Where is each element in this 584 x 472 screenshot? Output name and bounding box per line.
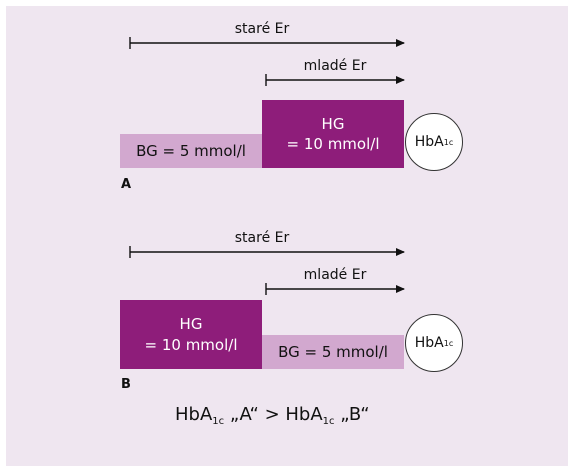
panel-a-bg-text: BG = 5 mmol/l (136, 141, 246, 160)
panel-a-hg-title: HG (321, 114, 345, 133)
panel-b-label: B (121, 377, 131, 392)
panel-a-old-er-arrow (129, 37, 405, 49)
panel-a-old-er-label: staré Er (234, 21, 290, 37)
panel-a-young-er-label: mladé Er (303, 58, 367, 74)
panel-b-young-er-arrow (265, 283, 405, 295)
figure-panel (6, 6, 568, 466)
panel-b-hg-title: HG (179, 315, 203, 334)
formula-part-2: „A“ > HbA (224, 404, 323, 425)
panel-b-old-er-label: staré Er (234, 230, 290, 246)
panel-b-hba1c-sub: 1c (443, 338, 454, 348)
panel-a-label: A (121, 177, 132, 192)
panel-b-young-er-label: mladé Er (303, 267, 367, 283)
hba1c-comparison-formula: HbA1c „A“ > HbA1c „B“ (175, 404, 370, 427)
formula-part-3: „B“ (334, 404, 370, 425)
formula-part-1: HbA (175, 404, 213, 425)
formula-sub-1: 1c (212, 416, 225, 427)
panel-a-young-er-arrow (265, 74, 405, 86)
formula-sub-2: 1c (322, 416, 335, 427)
panel-b-bg-text: BG = 5 mmol/l (278, 342, 388, 361)
panel-a-hba1c-main: HbA (414, 134, 444, 150)
panel-a-bg-box: BG = 5 mmol/l (120, 134, 262, 168)
panel-b-old-er-arrow (129, 246, 405, 258)
panel-b-bg-box: BG = 5 mmol/l (262, 335, 404, 369)
panel-b-hba1c-main: HbA (414, 335, 444, 351)
panel-a-hba1c-sub: 1c (443, 137, 454, 147)
panel-b-hg-value: = 10 mmol/l (144, 335, 238, 354)
panel-b-hg-box: HG = 10 mmol/l (120, 300, 262, 369)
panel-a-hg-value: = 10 mmol/l (286, 135, 380, 153)
panel-a-hg-box: HG = 10 mmol/l (262, 100, 404, 168)
